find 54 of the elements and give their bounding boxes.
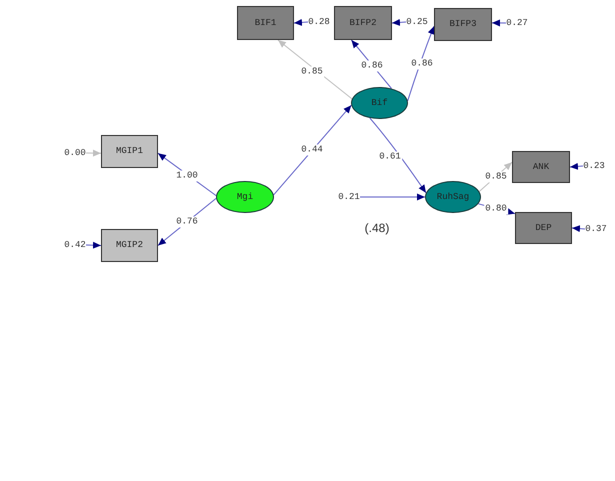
arrow bbox=[572, 225, 586, 232]
variable-name: BIFP2 bbox=[349, 18, 376, 28]
variable-name: MGIP1 bbox=[116, 147, 143, 156]
variable-name: BIF1 bbox=[254, 18, 276, 28]
arrow bbox=[86, 242, 102, 249]
latent-variable-ellipse bbox=[216, 181, 274, 213]
error-variance-value: 0.00 bbox=[64, 147, 86, 159]
variable-name: Mgi bbox=[236, 192, 254, 202]
error-variance-value: 0.42 bbox=[64, 239, 86, 251]
edge-label: 0.85 bbox=[484, 172, 508, 182]
variable-name: BIFP3 bbox=[449, 20, 476, 29]
arrow bbox=[369, 118, 426, 194]
arrow bbox=[278, 40, 352, 100]
arrow bbox=[570, 162, 584, 170]
edge-label: 0.85 bbox=[300, 66, 324, 78]
error-variance-value: 0.25 bbox=[406, 16, 428, 28]
arrow bbox=[492, 19, 506, 26]
arrow bbox=[392, 18, 406, 26]
variable-box bbox=[101, 229, 158, 262]
edge-label: 0.76 bbox=[175, 216, 199, 228]
edge-label: 0.61 bbox=[378, 152, 402, 162]
variable-box bbox=[334, 6, 392, 40]
latent-variable-ellipse bbox=[351, 87, 408, 119]
arrow bbox=[273, 104, 352, 196]
variable-box bbox=[237, 6, 294, 40]
arrow bbox=[158, 198, 217, 246]
error-variance-value: 0.37 bbox=[585, 223, 607, 235]
variable-name: MGIP2 bbox=[116, 241, 143, 250]
arrow bbox=[294, 18, 308, 26]
arrow bbox=[350, 40, 392, 89]
r-squared-label: (.48) bbox=[364, 221, 390, 235]
arrow bbox=[360, 194, 426, 200]
variable-box bbox=[101, 135, 158, 168]
edge-label: 0.80 bbox=[484, 204, 508, 214]
arrow bbox=[86, 150, 102, 157]
variable-box bbox=[434, 8, 492, 41]
error-variance-value: 0.27 bbox=[506, 17, 528, 29]
arrow bbox=[158, 152, 217, 196]
variable-box bbox=[515, 212, 572, 244]
edge-label: 1.00 bbox=[175, 170, 199, 182]
variable-name: RuhSag bbox=[436, 192, 470, 202]
edge-label: 0.86 bbox=[410, 58, 434, 70]
error-variance-value: 0.28 bbox=[308, 16, 330, 28]
variable-name: Bif bbox=[371, 98, 388, 108]
variable-name: ANK bbox=[532, 162, 550, 172]
variable-name: DEP bbox=[535, 224, 552, 232]
edge-label: 0.86 bbox=[360, 60, 384, 72]
error-variance-value: 0.23 bbox=[583, 160, 605, 172]
arrow bbox=[407, 26, 434, 102]
variable-box bbox=[512, 151, 570, 183]
arrow bbox=[478, 162, 512, 192]
error-variance-value: 0.21 bbox=[338, 191, 360, 203]
edge-label: 0.44 bbox=[300, 144, 324, 156]
latent-variable-ellipse bbox=[425, 181, 481, 213]
